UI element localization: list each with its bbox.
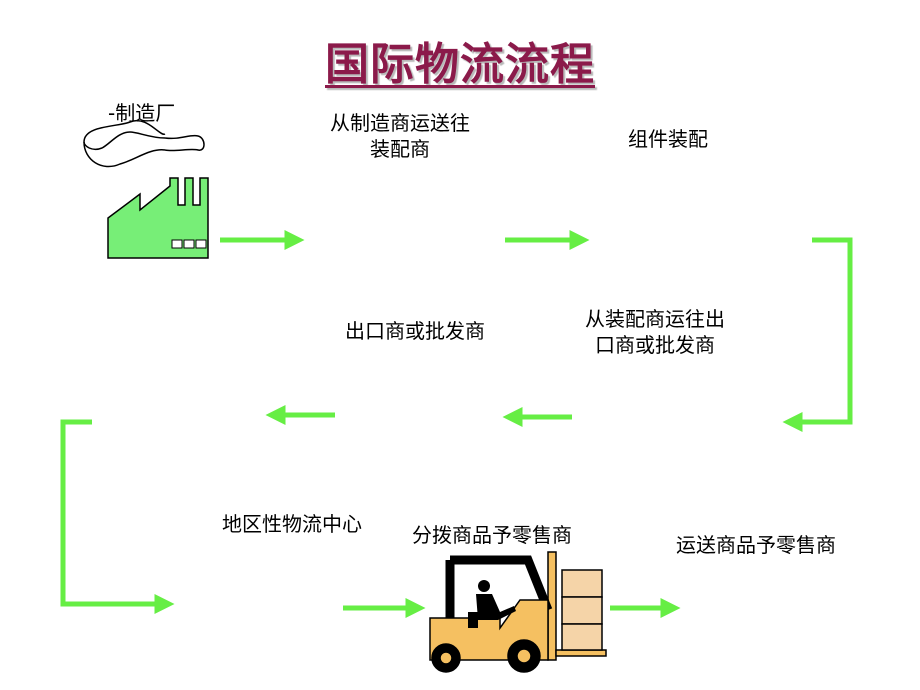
step-ship-to-assembler: 从制造商运送往 装配商 [330,110,470,162]
step-assembly-label: 组件装配 [628,127,708,151]
step-deliver-label: 运送商品予零售商 [676,533,836,557]
arrow-assembly-to-export-shipping [782,237,853,432]
step-ship-to-exporter-line1: 从装配商运往出 [585,307,725,331]
page-title: 国际物流流程 [325,39,595,90]
driver-figure [468,580,516,628]
step-ship-to-assembler-line1: 从制造商运送往 [330,111,470,135]
step-distribute-label: 分拨商品予零售商 [412,523,572,547]
step-regional-center-label: 地区性物流中心 [222,512,362,536]
step-ship-to-exporter: 从装配商运往出 口商或批发商 [585,306,725,358]
step-ship-to-exporter-line2: 口商或批发商 [595,333,715,357]
arrow-to-regional-center [60,419,175,614]
forklift-icon [429,551,607,673]
step-ship-to-assembler-line2: 装配商 [370,137,430,161]
step-exporter-label: 出口商或批发商 [345,319,485,343]
factory-icon [83,119,209,259]
